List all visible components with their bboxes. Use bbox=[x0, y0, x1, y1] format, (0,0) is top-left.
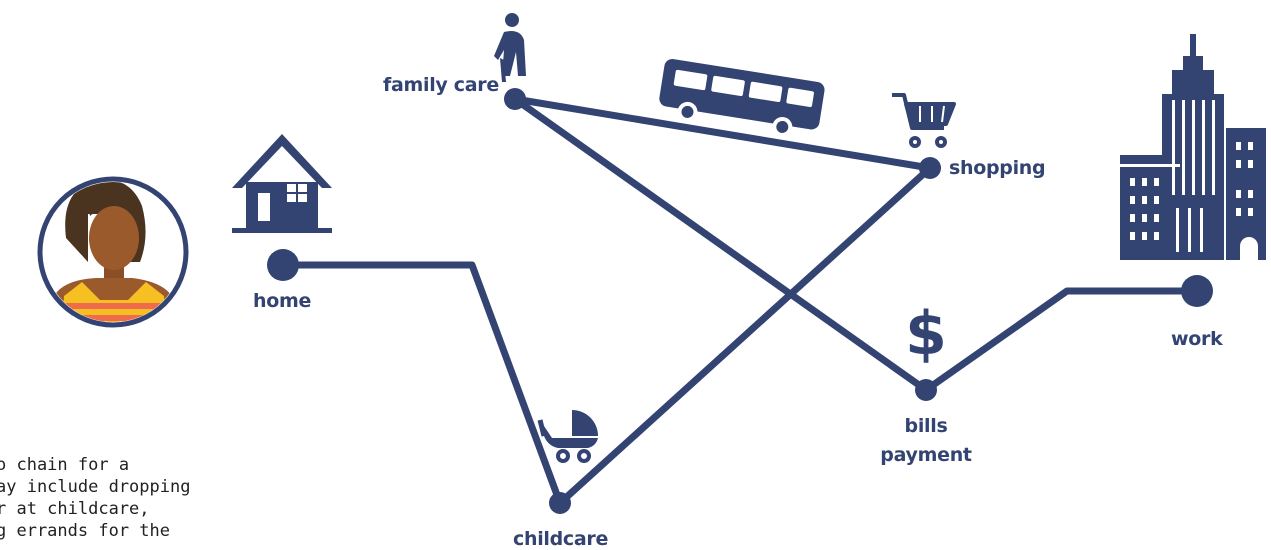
node-childcare bbox=[549, 492, 571, 514]
route-lines bbox=[279, 95, 1201, 507]
description-caption: o chain for a ay include dropping r at c… bbox=[0, 455, 191, 541]
baby-stroller-icon bbox=[537, 410, 598, 463]
route-home-childcare bbox=[279, 261, 564, 507]
route-nodes bbox=[267, 88, 1213, 514]
childcare-label: childcare bbox=[513, 528, 609, 550]
shopping-cart-icon bbox=[892, 93, 956, 148]
node-bills-payment bbox=[915, 379, 937, 401]
node-work bbox=[1181, 275, 1213, 307]
family-care-label: family care bbox=[383, 74, 499, 96]
route-bills-work bbox=[922, 287, 1201, 394]
route-familycare-shopping bbox=[511, 95, 934, 172]
node-home bbox=[267, 249, 299, 281]
node-family-care bbox=[504, 88, 526, 110]
bills-payment-label: bills payment bbox=[880, 415, 972, 467]
bus-icon bbox=[659, 59, 825, 137]
work-label: work bbox=[1171, 328, 1223, 350]
dollar-icon: $ bbox=[905, 299, 947, 369]
route-childcare-shopping bbox=[556, 164, 934, 507]
route-familycare-bills bbox=[511, 95, 930, 394]
person-avatar bbox=[37, 176, 189, 328]
house-icon bbox=[232, 134, 332, 233]
elderly-person-icon bbox=[494, 13, 526, 82]
home-label: home bbox=[253, 290, 312, 312]
node-shopping bbox=[919, 157, 941, 179]
skyscraper-icon bbox=[1120, 34, 1266, 262]
shopping-label: shopping bbox=[949, 157, 1046, 179]
